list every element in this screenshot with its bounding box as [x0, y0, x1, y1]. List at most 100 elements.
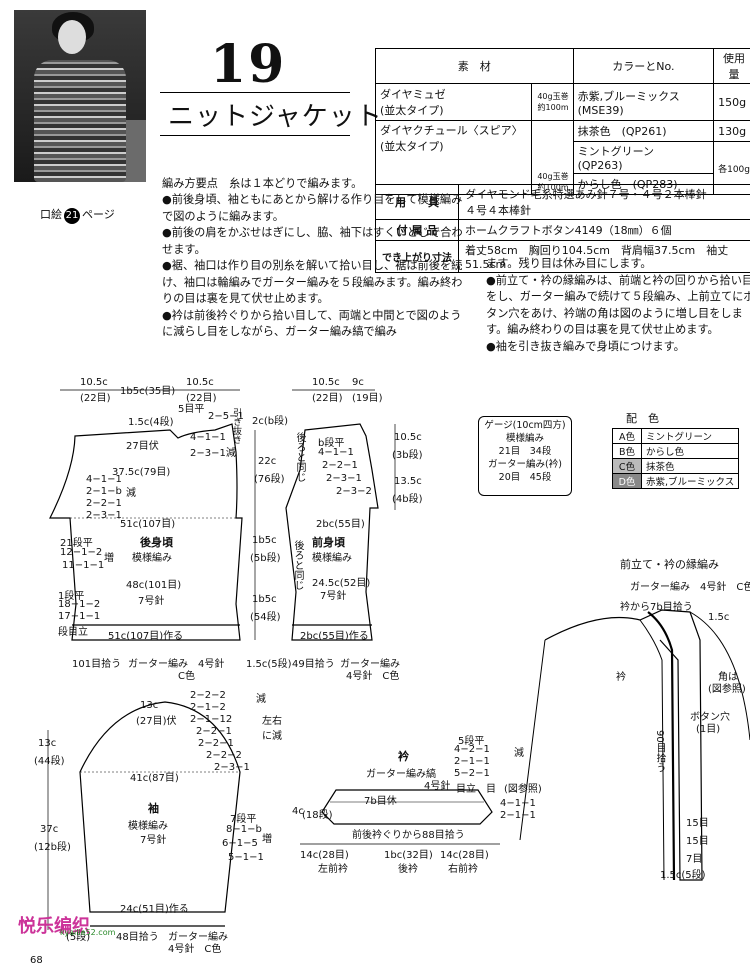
front-side2: (3b段)	[392, 450, 423, 461]
back-body-outline	[49, 423, 243, 641]
pattern-number: 19	[210, 34, 287, 95]
back-top1b: (22目)	[80, 393, 111, 404]
front-same2: 後ろと同じ	[292, 540, 303, 590]
back-hikinuki: 引き抜き	[231, 408, 241, 444]
back-w4: 51c(107目)作る	[108, 631, 184, 642]
materials-rows-2-color: ミントグリーン (QP263)	[572, 141, 715, 174]
back-top3b: (22目)	[186, 393, 217, 404]
pattern-title: ニットジャケット	[168, 102, 383, 132]
band-hem: 1.5c(5段)	[660, 870, 706, 881]
sleeve-hem4: (5段)	[66, 932, 91, 943]
sleeve-dec: 減	[256, 694, 266, 705]
tools-0-k: 用 具	[375, 184, 459, 220]
color-title: 配 色	[626, 412, 659, 425]
back-inc1: 21段平	[60, 538, 93, 549]
back-w3: 48c(101目)	[126, 580, 182, 591]
yarn-name: ダイヤミュゼ (並太タイプ)	[375, 83, 532, 121]
sleeve-pat: 模様編み	[128, 821, 168, 832]
front-hem4: 4号針 C色	[346, 671, 400, 682]
front-pat: 模様編み	[312, 553, 352, 564]
back-ar2: 2−1−b	[86, 486, 122, 497]
back-pat: 模様編み	[132, 553, 172, 564]
sleeve-c5: 2−2−1	[198, 738, 234, 749]
colors-rows-2-k: C色	[612, 458, 642, 474]
sleeve-t1: 13c	[140, 700, 159, 711]
sleeve-s3: 6−1−5	[222, 838, 258, 849]
back-dec: 減	[126, 488, 136, 499]
color-table: A色ミントグリーン B色からし色 C色抹茶色 D色赤紫,ブルーミックス	[612, 428, 740, 489]
gauge-l1: 模様編み	[505, 433, 544, 444]
back-d1: 1段平	[58, 591, 85, 602]
back-d4: 段目立	[58, 627, 88, 638]
front-top2b: (19目)	[352, 393, 383, 404]
sleeve-hem3: 4号針 C色	[168, 944, 222, 955]
back-inc: 増	[104, 553, 114, 564]
front-hem2: 49目拾う	[292, 659, 335, 670]
front-hem1: 1.5c(5段)	[246, 659, 292, 670]
collar-stripe: ガーター編み縞	[366, 769, 436, 780]
sleeve-h1: 13c	[38, 738, 57, 749]
caption-num: 21	[64, 208, 80, 224]
sleeve-w2: 24c(51目)作る	[120, 904, 189, 915]
front-w2: 24.5c(52目)	[312, 578, 371, 589]
materials-headers-2: 使用量	[713, 48, 750, 84]
sleeve-h4: (12b段)	[34, 842, 71, 853]
sleeve-s4: 5−1−1	[228, 852, 264, 863]
front-needle: 7号針	[320, 591, 347, 602]
collar-n2: 後衿	[398, 864, 418, 875]
front-body-outline	[285, 423, 379, 641]
back-a6: 2−3−1減	[190, 448, 236, 459]
back-ar4: 2−3−1	[86, 510, 122, 521]
front-top2: 9c	[352, 377, 364, 388]
back-name: 後身頃	[140, 536, 173, 549]
sleeve-c3: 2−1−12	[190, 714, 233, 725]
back-d2: 18−1−2	[58, 599, 101, 610]
colors-rows-3-k: D色	[612, 473, 642, 489]
collar-dec: 減	[514, 748, 524, 759]
back-side1: 2c(b段)	[252, 416, 289, 427]
back-d3: 17−1−1	[58, 611, 101, 622]
band-pick: 90目拾う	[654, 730, 665, 773]
back-top1: 10.5c	[80, 377, 108, 388]
caption-pre: 口絵	[40, 208, 62, 221]
collar-outline	[321, 789, 493, 825]
sleeve-inc: 増	[262, 834, 272, 845]
front-same1: 後ろと同じ	[294, 432, 305, 482]
materials-rows-0-amount: 150g	[713, 83, 750, 121]
back-a3: 1.5c(4段)	[128, 417, 174, 428]
collar-name: 衿	[398, 750, 409, 763]
materials-headers-1: カラーとNo.	[572, 48, 715, 84]
sleeve-t2: (27目)伏	[136, 716, 177, 727]
collar-side1b: (18段)	[302, 810, 333, 821]
sleeve-c4: 2−2−1	[196, 726, 232, 737]
band-c2: 1.5c	[708, 612, 730, 623]
colors-rows-3-v: 赤紫,ブルーミックス	[640, 473, 740, 489]
back-top2: 1b5c(35目)	[120, 386, 176, 397]
back-a4: 27目伏	[126, 441, 159, 452]
front-w3: 2bc(55目)作る	[300, 631, 369, 642]
sleeve-s2: 8−1−b	[226, 824, 262, 835]
back-ar3: 2−2−1	[86, 498, 122, 509]
front-n2: 4−1−1	[318, 447, 354, 458]
model-photo	[14, 10, 146, 182]
band-title: 前立て・衿の縁編み	[620, 558, 719, 571]
collar-needle: 4号針	[424, 781, 451, 792]
back-top3: 10.5c	[186, 377, 214, 388]
sleeve-outline	[79, 701, 241, 913]
back-side6: 1b5c	[252, 594, 277, 605]
instructions-heading: 編み方要点 糸は１本どりで編みます。	[162, 177, 363, 190]
front-w1: 2bc(55目)	[316, 519, 365, 530]
collar-side1: 4c	[292, 806, 304, 817]
collar-r5: 目立 目	[456, 784, 496, 795]
collar-n1: 左前衿	[318, 864, 348, 875]
band-c3: 角は	[718, 672, 738, 683]
collar-r2: 4−2−1	[454, 744, 490, 755]
back-a5: 4−1−1	[190, 432, 226, 443]
band-c4: (図参照)	[708, 684, 746, 695]
back-inc3: 11−1−1	[62, 560, 105, 571]
front-name: 前身頃	[312, 536, 345, 549]
band-c1: 衿から7b目拾う	[620, 602, 693, 613]
